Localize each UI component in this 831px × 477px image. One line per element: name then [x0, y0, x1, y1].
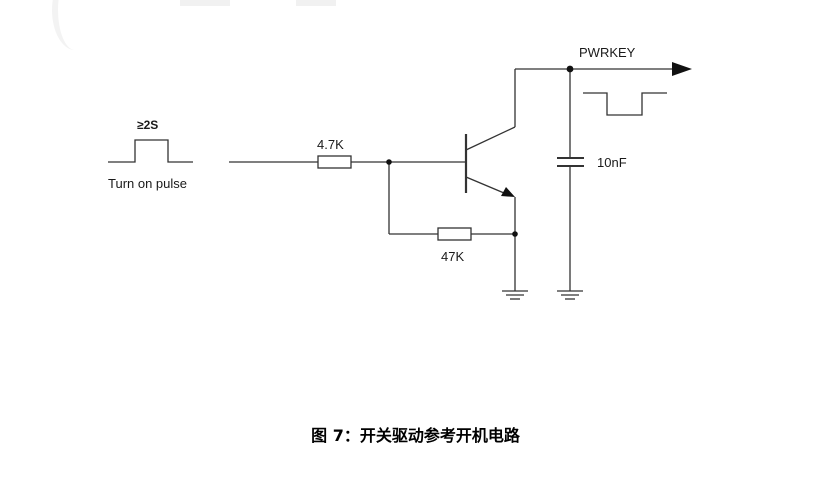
pulse-caption: Turn on pulse: [108, 176, 187, 191]
pulldown-resistor-label: 47K: [441, 249, 464, 264]
junction-dot-base: [386, 159, 392, 165]
base-resistor: [317, 155, 352, 169]
pwrkey-net-label: PWRKEY: [579, 45, 636, 60]
junction-dot-pwrkey: [566, 65, 574, 73]
ground-symbol-right: [557, 290, 583, 300]
pwrkey-output-arrow: [672, 62, 692, 76]
capacitor-label: 10nF: [597, 155, 627, 170]
pulldown-resistor: [437, 227, 472, 241]
top-decor-bar-1: [180, 0, 230, 6]
top-decor-bar-2: [296, 0, 336, 6]
pulse-duration-label: ≥2S: [137, 118, 158, 132]
emitter-arrow: [501, 187, 515, 197]
transistor-emitter: [465, 176, 505, 194]
decor-arc: [52, 0, 98, 50]
output-pulse-waveform: [583, 92, 667, 116]
junction-dot-emitter: [512, 231, 518, 237]
figure-caption: 图 7：开关驱动参考开机电路: [311, 426, 520, 445]
base-resistor-label: 4.7K: [317, 137, 344, 152]
input-pulse-waveform: [108, 139, 193, 163]
transistor-collector: [465, 126, 516, 151]
ground-symbol-left: [502, 290, 528, 300]
